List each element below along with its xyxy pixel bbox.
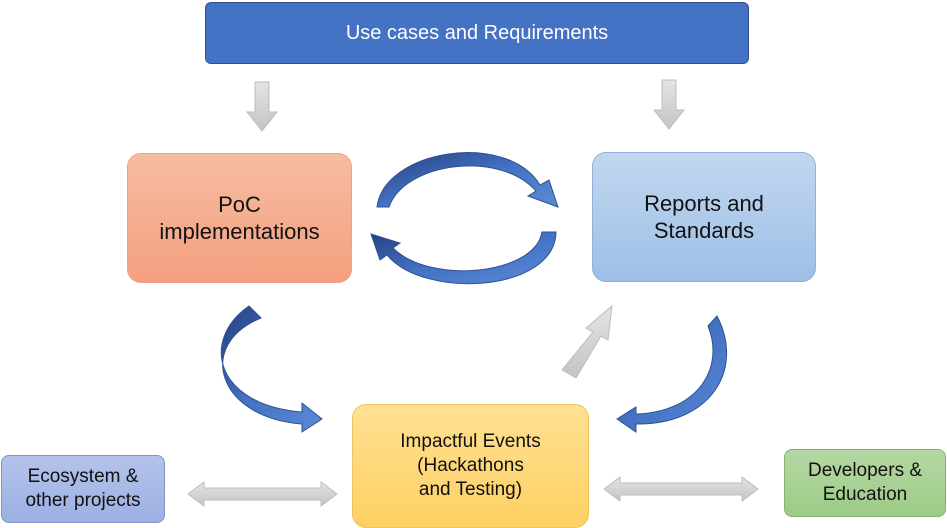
events-label-line-1: Impactful Events xyxy=(400,431,541,453)
poc-label-line-2: implementations xyxy=(159,219,320,244)
ecosystem-label-line-2: other projects xyxy=(25,490,141,511)
reports-standards-box: Reports and Standards xyxy=(592,152,816,282)
diagonal-arrow-events-to-reports-icon xyxy=(561,304,613,379)
use-cases-requirements-box: Use cases and Requirements xyxy=(205,2,749,64)
use-cases-requirements-label: Use cases and Requirements xyxy=(345,21,609,44)
developers-education-box: Developers & Education xyxy=(784,449,946,517)
down-arrow-right-icon xyxy=(652,79,686,130)
double-arrow-events-developers-icon xyxy=(603,476,759,502)
curved-arrow-poc-to-events-icon xyxy=(220,305,323,433)
reports-label-line-1: Reports and xyxy=(644,190,764,216)
cycle-arrow-top-icon xyxy=(376,152,559,208)
curved-arrow-reports-to-events-icon xyxy=(616,315,727,433)
developers-label-line-1: Developers & xyxy=(807,460,923,482)
poc-label-line-1: PoC xyxy=(218,191,261,217)
reports-label-line-2: Standards xyxy=(653,218,755,243)
poc-implementations-box: PoC implementations xyxy=(127,153,352,283)
events-label-line-2: (Hackathons xyxy=(417,455,524,477)
impactful-events-box: Impactful Events (Hackathons and Testing… xyxy=(352,404,589,528)
developers-label-line-2: Education xyxy=(822,484,908,505)
events-label-line-3: and Testing) xyxy=(418,478,523,500)
cycle-arrow-bottom-icon xyxy=(370,231,557,285)
double-arrow-ecosystem-events-icon xyxy=(187,481,338,507)
ecosystem-projects-box: Ecosystem & other projects xyxy=(1,455,165,523)
ecosystem-label-line-1: Ecosystem & xyxy=(27,466,139,488)
down-arrow-left-icon xyxy=(245,81,279,132)
